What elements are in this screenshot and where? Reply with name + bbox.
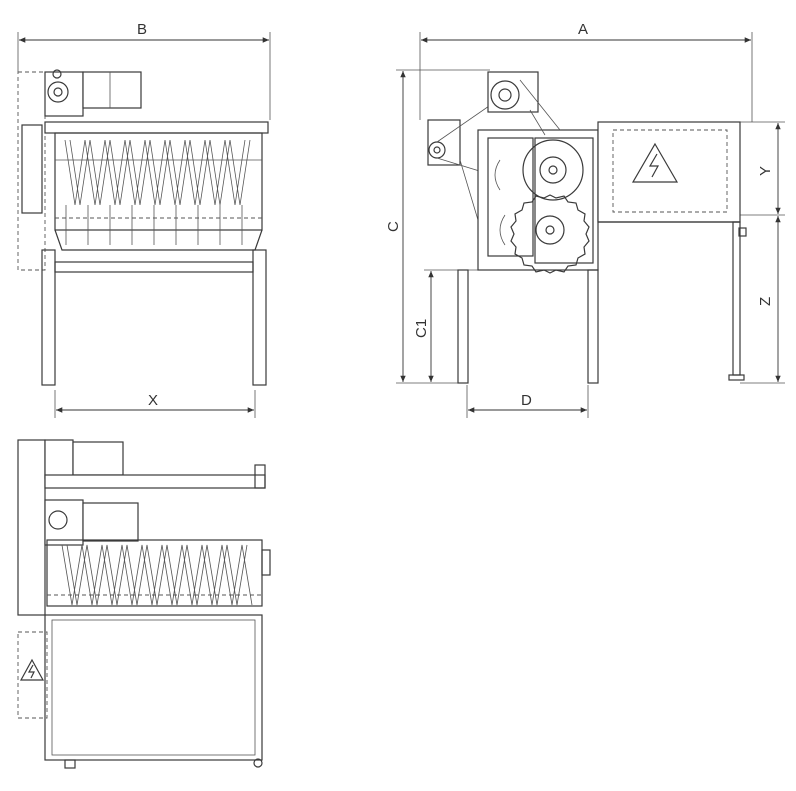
- dimension-c1-label: C1: [413, 319, 430, 338]
- top-side-guard: [17, 439, 46, 616]
- top-electrical-box: [17, 631, 48, 719]
- gearbox: [44, 71, 84, 117]
- top-hopper: [46, 539, 263, 607]
- upper-rotor: [522, 139, 584, 201]
- top-view: [17, 439, 271, 769]
- discharge-tray: [44, 614, 263, 761]
- leg-left: [41, 249, 56, 386]
- high-voltage-warning-icon: [631, 142, 679, 183]
- dimension-c-label: C: [385, 221, 402, 232]
- electrical-box: [597, 121, 741, 223]
- dimension-x-label: X: [148, 392, 158, 409]
- side-leg-back: [587, 269, 599, 384]
- top-motor-2: [82, 502, 139, 542]
- side-leg-right: [732, 221, 741, 376]
- dimension-d-label: D: [521, 392, 532, 409]
- top-motor-1: [72, 441, 124, 476]
- main-housing: [477, 129, 599, 271]
- side-guard: [17, 71, 46, 271]
- dimension-z-label: Z: [757, 297, 774, 306]
- side-leg-front: [457, 269, 469, 384]
- leg-right: [252, 249, 267, 386]
- top-spring-blades: [61, 544, 253, 606]
- dimension-b-label: B: [137, 21, 147, 38]
- lower-rotor: [510, 194, 590, 274]
- top-frame: [44, 121, 269, 134]
- high-voltage-warning-icon: [19, 658, 45, 681]
- dimension-a-label: A: [578, 21, 588, 38]
- front-view: B X: [17, 21, 271, 418]
- spring-blades: [64, 139, 251, 245]
- side-view: A C C1 D Y Z: [385, 21, 785, 418]
- motor: [82, 71, 142, 109]
- dimension-y-label: Y: [757, 166, 774, 176]
